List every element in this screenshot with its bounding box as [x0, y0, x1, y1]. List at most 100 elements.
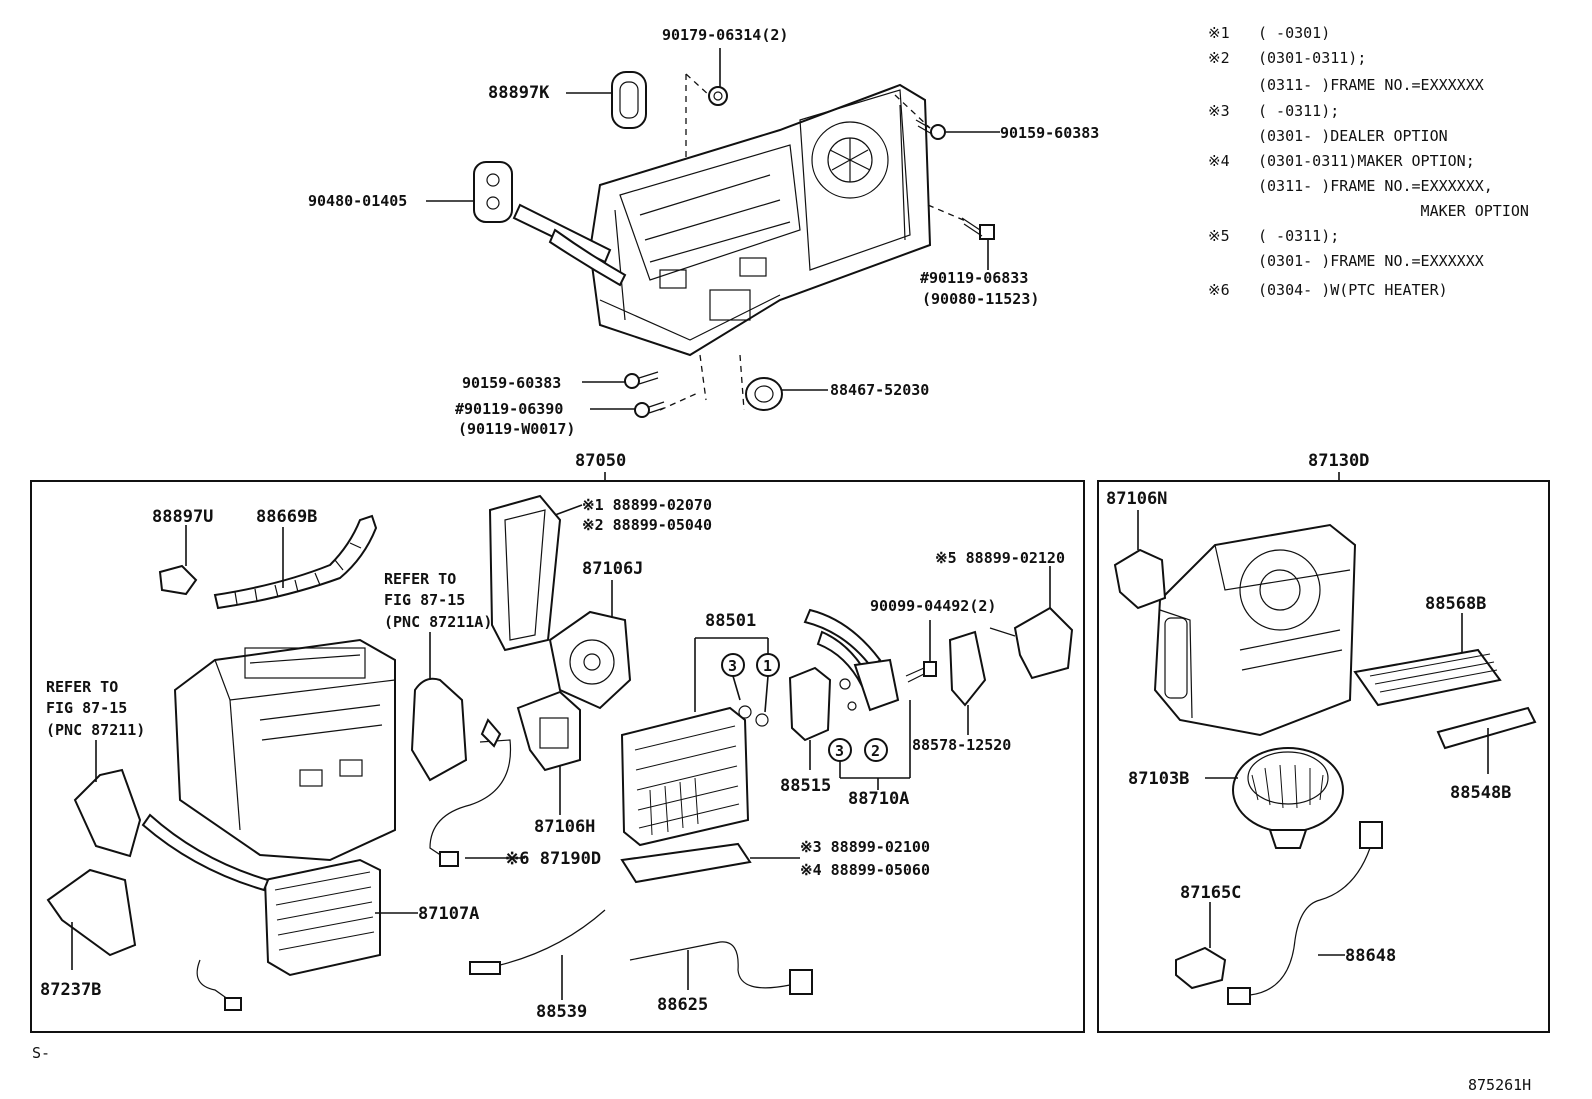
note-5-line-2: (0301- )FRAME NO.=EXXXXXX: [1258, 252, 1484, 270]
callout-3-right-text: 3: [835, 742, 844, 760]
grommet-88897k: [611, 71, 647, 129]
label-90119-w0017: (90119-W0017): [458, 420, 575, 438]
label-88897u: 88897U: [152, 507, 213, 527]
label-88897k: 88897K: [488, 83, 550, 103]
heater-core-87107a: [141, 813, 418, 1011]
label-88899-05040: ※2 88899-05040: [582, 516, 712, 534]
cover-88899-02120: [989, 566, 1074, 680]
group-frame-87130d: [1097, 480, 1550, 1033]
servo-87106h: [516, 690, 581, 815]
plug-88467: [745, 377, 783, 411]
evaporator-88501: [620, 637, 769, 847]
screw-90159-bottom: [624, 371, 659, 389]
note-5-mark: ※5: [1208, 227, 1230, 245]
note-2-mark: ※2: [1208, 49, 1230, 67]
note-2-line-1: (0301-0311);: [1258, 49, 1366, 67]
label-87107a: 87107A: [418, 904, 479, 924]
label-90159-top: 90159-60383: [1000, 124, 1099, 142]
heater-unit-lower: [173, 638, 396, 862]
callout-1-text: 1: [763, 657, 772, 675]
bolt-90119-right: [961, 217, 995, 240]
label-88515: 88515: [780, 776, 831, 796]
cover-88548b: [1436, 706, 1537, 774]
label-90480: 90480-01405: [308, 192, 407, 210]
note-4-line-3: MAKER OPTION: [1258, 202, 1529, 220]
servo-87106j: [548, 580, 632, 710]
bolt-90119-bottom: [634, 401, 665, 418]
label-88578: 88578-12520: [912, 736, 1011, 754]
top-leaders: [426, 48, 1000, 411]
filter-88568b: [1353, 613, 1502, 707]
callout-2-text: 2: [871, 742, 880, 760]
refer-2-line-3: (PNC 87211): [46, 721, 145, 739]
note-3-mark: ※3: [1208, 102, 1230, 120]
servo-87106n: [1113, 510, 1167, 610]
label-90099: 90099-04492(2): [870, 597, 996, 615]
screw-90159-top: [915, 119, 946, 140]
callout-3-left: 3: [721, 653, 752, 719]
group-title-87050: 87050: [575, 451, 626, 471]
label-88568b: 88568B: [1425, 594, 1486, 614]
label-87237b: 87237B: [40, 980, 101, 1000]
clip-88897u: [158, 525, 198, 596]
blower-unit: [1153, 523, 1357, 737]
note-4-mark: ※4: [1208, 152, 1230, 170]
note-1-line-1: ( -0301): [1258, 24, 1330, 42]
refer-1-line-3: (PNC 87211A): [384, 613, 492, 631]
label-87165c: 87165C: [1180, 883, 1241, 903]
refer-1-line-2: FIG 87-15: [384, 591, 465, 609]
tray-88899-02100: [620, 842, 800, 884]
note-3-line-2: (0301- )DEALER OPTION: [1258, 127, 1448, 145]
tube-88710a: [803, 608, 911, 790]
label-88548b: 88548B: [1450, 783, 1511, 803]
nut-90179: [708, 86, 728, 106]
label-88467: 88467-52030: [830, 381, 929, 399]
label-90179: 90179-06314(2): [662, 26, 788, 44]
harness-88625: [629, 941, 813, 995]
duct-87237b: [46, 868, 137, 970]
label-88899-02120: ※5 88899-02120: [935, 549, 1065, 567]
callout-2: 2: [864, 738, 888, 762]
note-4-line-2: (0311- )FRAME NO.=EXXXXXX,: [1258, 177, 1493, 195]
valve-88515: [788, 666, 832, 770]
note-5-line-1: ( -0311);: [1258, 227, 1339, 245]
refer-2-line-1: REFER TO: [46, 678, 118, 696]
refer-2-line-2: FIG 87-15: [46, 699, 127, 717]
callout-1: 1: [755, 653, 780, 727]
cover-88899-02070: [488, 494, 583, 652]
label-87106h: 87106H: [534, 817, 595, 837]
label-88501: 88501: [705, 611, 756, 631]
label-90159-bottom: 90159-60383: [462, 374, 561, 392]
duct-87211a: [410, 632, 468, 782]
bolt-90099: [905, 620, 937, 683]
duct-87211: [73, 740, 142, 858]
footer-left: S-: [32, 1044, 50, 1062]
blower-motor-87103b: [1205, 747, 1344, 849]
label-88648: 88648: [1345, 946, 1396, 966]
group-frame-87050: [30, 480, 1085, 1033]
label-87106j: 87106J: [582, 559, 643, 579]
note-4-line-1: (0301-0311)MAKER OPTION;: [1258, 152, 1475, 170]
note-1-mark: ※1: [1208, 24, 1230, 42]
grommet-90480: [473, 161, 513, 223]
label-88899-05060: ※4 88899-05060: [800, 861, 930, 879]
callout-3-left-text: 3: [728, 657, 737, 675]
note-6-mark: ※6: [1208, 281, 1230, 299]
label-88899-02070: ※1 88899-02070: [582, 496, 712, 514]
thermistor-88539: [469, 909, 606, 1000]
footer-code: 875261H: [1468, 1076, 1531, 1094]
label-88539: 88539: [536, 1002, 587, 1022]
sensor-87190d: [429, 718, 525, 867]
notes-block: ※1 ( -0301) ※2 (0301-0311); (0311- )FRAM…: [1208, 24, 1529, 299]
note-2-line-2: (0311- )FRAME NO.=EXXXXXX: [1258, 76, 1484, 94]
hose-88669b: [213, 514, 378, 610]
refer-1-line-1: REFER TO: [384, 570, 456, 588]
label-87103b: 87103B: [1128, 769, 1189, 789]
label-87106n: 87106N: [1106, 489, 1167, 509]
label-88899-02100: ※3 88899-02100: [800, 838, 930, 856]
label-90119-06390: #90119-06390: [455, 400, 563, 418]
label-90119-06833: #90119-06833: [920, 269, 1028, 287]
hvac-unit-top: [512, 83, 932, 357]
callout-3-right: 3: [828, 738, 852, 778]
